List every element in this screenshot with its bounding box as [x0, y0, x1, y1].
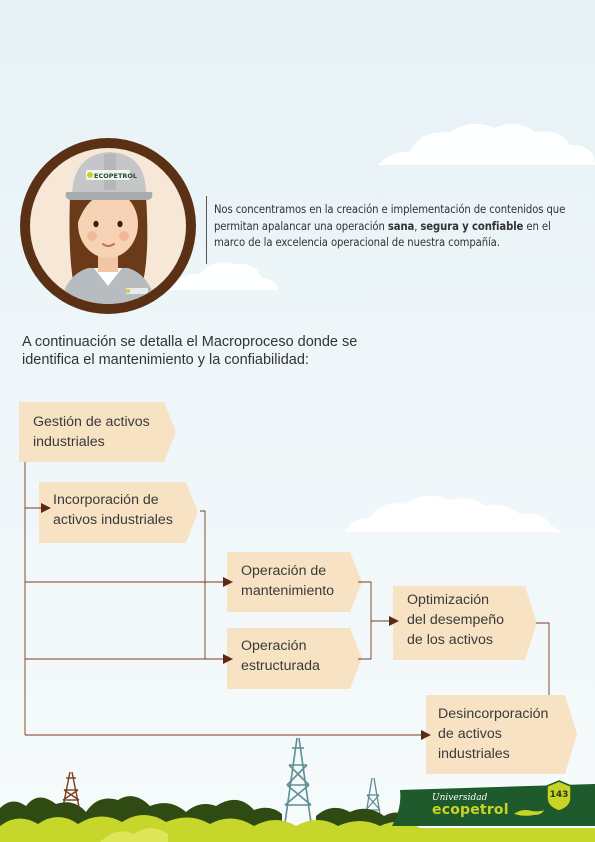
helmet-logo-text: ECOPETROL [94, 172, 137, 180]
label-op-mantenimiento-line-1: Operación de [241, 563, 327, 579]
box-op-estructurada [227, 628, 362, 689]
quote-bar [206, 196, 207, 264]
quote-part-2: en el marco de la excelencia operacional… [214, 219, 551, 250]
label-op-estructurada-line-1: Operación [241, 638, 307, 654]
label-optimizacion: Optimización del desempeño de los activo… [393, 590, 533, 650]
box-incorporacion [39, 482, 198, 543]
label-gestion: Gestión de activos industriales [19, 412, 169, 452]
quote-sep-2: y [458, 219, 473, 233]
logo-ecopetrol: ecopetrol [432, 802, 509, 818]
label-desincorporacion-line-3: industriales [438, 746, 510, 762]
page-number-badge [546, 780, 572, 812]
label-incorporacion: Incorporación de activos industriales [39, 490, 189, 530]
box-desincorporacion [426, 695, 577, 774]
quote-bold-sana: sana [387, 219, 415, 233]
label-op-estructurada-line-2: estructurada [241, 658, 320, 674]
footer-banner [392, 784, 595, 826]
label-incorporacion-line-2: activos industriales [53, 512, 173, 528]
quote-bold-segura: segura [420, 219, 459, 233]
label-op-estructurada: Operación estructurada [227, 636, 362, 676]
intro-line-2: identifica el mantenimiento y la confiab… [22, 352, 309, 368]
label-optimizacion-line-1: Optimización [407, 592, 490, 608]
quote-part-1: Nos concentramos en la creación e implem… [214, 203, 566, 233]
label-gestion-line-1: Gestión de activos [33, 414, 150, 430]
label-optimizacion-line-3: de los activos [407, 632, 493, 648]
quote-text: Nos concentramos en la creación e implem… [214, 202, 574, 252]
label-optimizacion-line-2: del desempeño [407, 612, 505, 628]
quote-sep-1: , [414, 219, 421, 233]
logo-universidad: Universidad [432, 793, 488, 803]
derrick-center-icon [283, 737, 313, 831]
label-desincorporacion-line-1: Desincorporación [438, 706, 549, 722]
label-incorporacion-line-1: Incorporación de [53, 492, 159, 508]
label-gestion-line-2: industriales [33, 434, 105, 450]
worker-avatar: ECOPETROL [20, 138, 196, 314]
intro-line-1: A continuación se detalla el Macroproces… [22, 334, 358, 350]
box-gestion [19, 402, 176, 462]
intro-paragraph: A continuación se detalla el Macroproces… [22, 333, 402, 369]
quote-bold-confiable: confiable [472, 219, 524, 233]
box-op-mantenimiento [227, 552, 362, 612]
label-desincorporacion-line-2: de activos [438, 726, 502, 742]
label-op-mantenimiento: Operación de mantenimiento [227, 561, 362, 601]
label-desincorporacion: Desincorporación de activos industriales [424, 704, 574, 764]
iguana-icon [514, 810, 544, 816]
page-number: 143 [549, 790, 569, 800]
box-optimizacion [393, 586, 537, 660]
label-op-mantenimiento-line-2: mantenimiento [241, 583, 335, 599]
